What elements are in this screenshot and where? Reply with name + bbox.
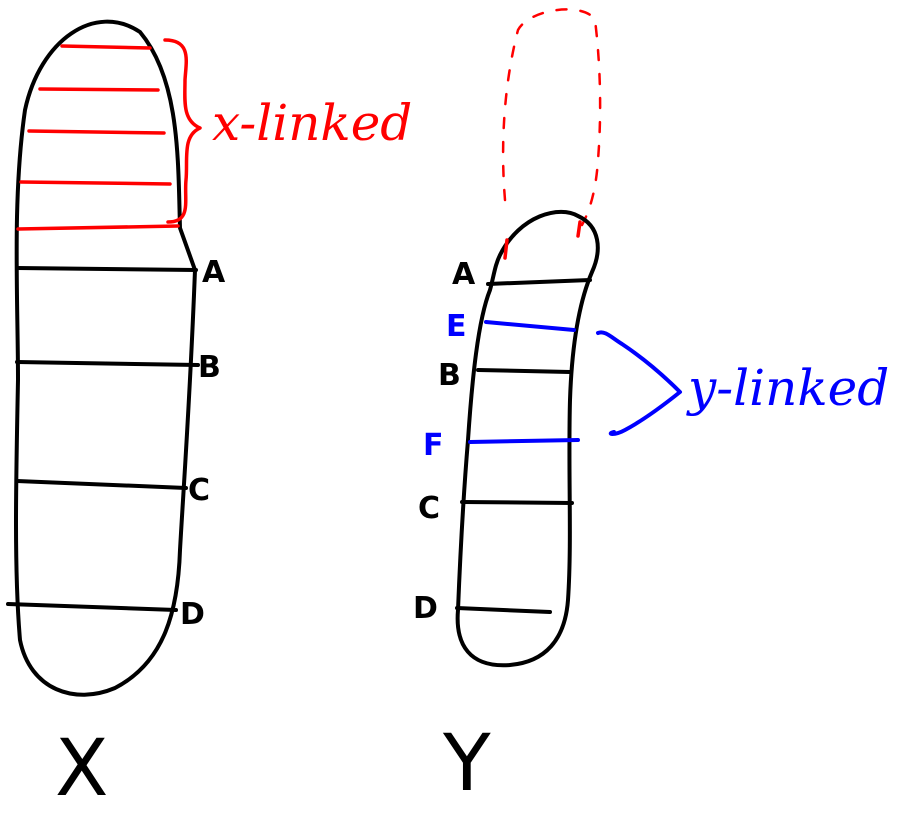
y-locus-label-b: B <box>438 358 461 393</box>
y-locus-band-b <box>476 368 572 374</box>
y-chromosome <box>455 8 682 668</box>
x-locus-band-d <box>6 602 178 612</box>
y-locus-label-a: A <box>452 257 476 292</box>
y-locus-label-e: E <box>446 309 467 344</box>
x-linked-band <box>27 129 166 135</box>
y-locus-band-c <box>460 500 574 505</box>
y-red-tick <box>503 238 509 260</box>
x-locus-band-a <box>15 266 198 272</box>
y-locus-label-d: D <box>413 591 438 626</box>
y-missing-region-outline <box>501 8 602 227</box>
x-chromosome-name: X <box>55 724 108 814</box>
x-linked-bracket <box>163 38 202 224</box>
y-locus-band-f <box>468 438 580 444</box>
x-linked-band <box>16 224 180 231</box>
x-chromosome <box>6 19 202 697</box>
x-linked-bands <box>16 44 180 231</box>
x-linked-band <box>38 87 160 92</box>
y-locus-label-f: F <box>423 428 444 463</box>
y-linked-label: y-linked <box>686 359 889 417</box>
x-linked-band <box>60 44 152 50</box>
y-locus-label-c: C <box>418 491 440 526</box>
x-locus-label-c: C <box>188 473 210 508</box>
x-locus-label-d: D <box>180 597 205 632</box>
y-chromosome-outline <box>455 209 600 668</box>
x-locus-label-a: A <box>202 255 226 290</box>
y-locus-band-a <box>486 278 592 286</box>
y-chromosome-name: Y <box>442 719 491 809</box>
x-linked-band <box>19 180 172 186</box>
y-locus-band-d <box>455 606 552 614</box>
x-locus-label-b: B <box>198 350 221 385</box>
y-linked-bracket <box>596 330 682 436</box>
x-locus-band-c <box>15 479 188 490</box>
x-linked-label: x-linked <box>212 94 412 152</box>
x-locus-band-b <box>15 360 200 367</box>
y-locus-band-e <box>484 320 576 332</box>
x-chromosome-outline <box>14 19 197 697</box>
y-red-tick <box>576 220 582 238</box>
